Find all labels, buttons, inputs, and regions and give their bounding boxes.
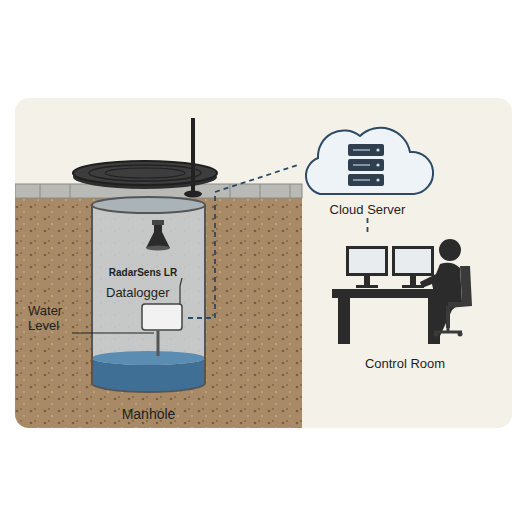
- signal-wire: [180, 278, 182, 286]
- antenna: [184, 118, 202, 198]
- callout-label: Water Level: [28, 304, 72, 334]
- data-link: [367, 218, 369, 236]
- probe-pipe: [157, 331, 160, 356]
- node-label: Datalogger: [106, 286, 170, 301]
- manhole-node: Manhole RadarSens LR Datalogger: [90, 200, 207, 422]
- control-room: Control Room: [328, 236, 482, 372]
- radar-sensor: RadarSens LR: [96, 220, 190, 278]
- node-label: Control Room: [328, 357, 482, 372]
- soil: [15, 197, 302, 428]
- leader-line: [72, 332, 154, 333]
- soil-texture: [15, 197, 302, 428]
- node-label: Manhole: [90, 406, 207, 422]
- datalogger-box: Datalogger: [106, 286, 188, 332]
- data-link: [188, 165, 298, 318]
- manhole-shaft: [92, 197, 205, 392]
- node-icon: [328, 236, 478, 372]
- node-label: Cloud Server: [298, 203, 437, 218]
- manhole-cover: [73, 161, 217, 189]
- node-label: RadarSens LR: [96, 267, 190, 279]
- panel: [15, 98, 512, 428]
- cloud-server: Cloud Server: [298, 120, 437, 218]
